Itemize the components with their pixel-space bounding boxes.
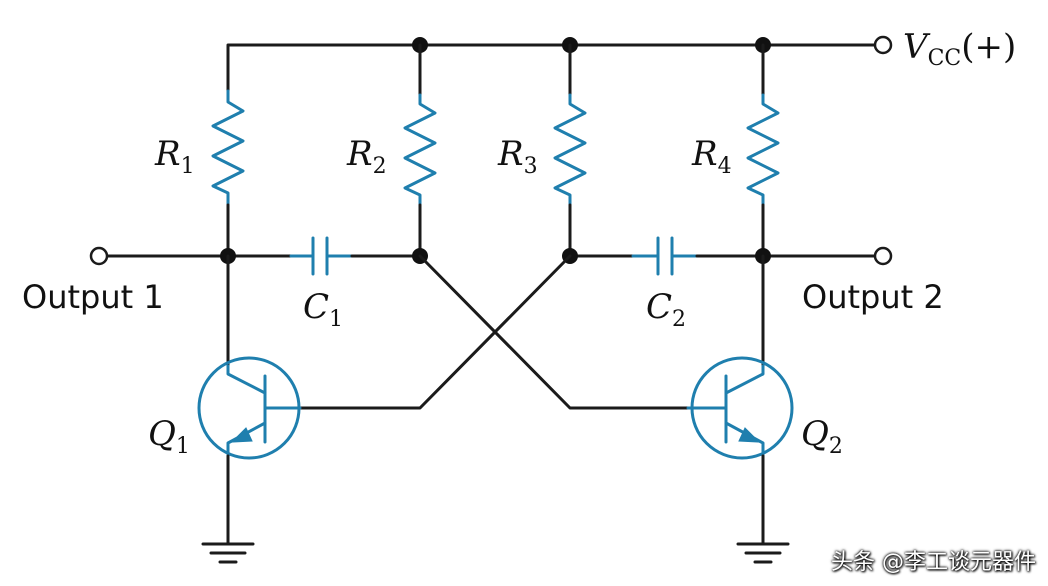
output2-label: Output 2	[802, 278, 944, 316]
cross-wire-2	[298, 254, 572, 410]
r1-label: R1	[154, 134, 195, 179]
r2-label: R2	[346, 134, 387, 179]
ground-symbol-left	[201, 542, 255, 564]
watermark: 头条 @李工谈元器件	[831, 550, 1036, 575]
capacitor-c2	[656, 236, 674, 276]
resistor-r2	[403, 93, 437, 207]
capacitor-c1	[311, 236, 329, 276]
transistor-q2	[686, 356, 794, 460]
output1-terminal	[89, 246, 109, 266]
vcc-label: VCC(+)	[903, 27, 1016, 71]
r4-label: R4	[691, 134, 732, 179]
vcc-terminal	[873, 35, 893, 55]
resistor-r1	[211, 89, 245, 207]
ground-symbol-right	[736, 542, 790, 564]
transistor-q1	[197, 356, 302, 460]
c1-label: C1	[303, 287, 343, 332]
output1-label: Output 1	[22, 278, 164, 316]
q1-label: Q1	[148, 414, 190, 459]
cross-wire-1	[418, 254, 690, 410]
r3-label: R3	[497, 134, 538, 179]
supply-rail	[226, 35, 893, 93]
q2-label: Q2	[801, 414, 843, 459]
resistor-r4	[746, 93, 780, 207]
c2-label: C2	[646, 287, 686, 332]
resistor-r3	[553, 93, 587, 207]
output2-terminal	[873, 246, 893, 266]
